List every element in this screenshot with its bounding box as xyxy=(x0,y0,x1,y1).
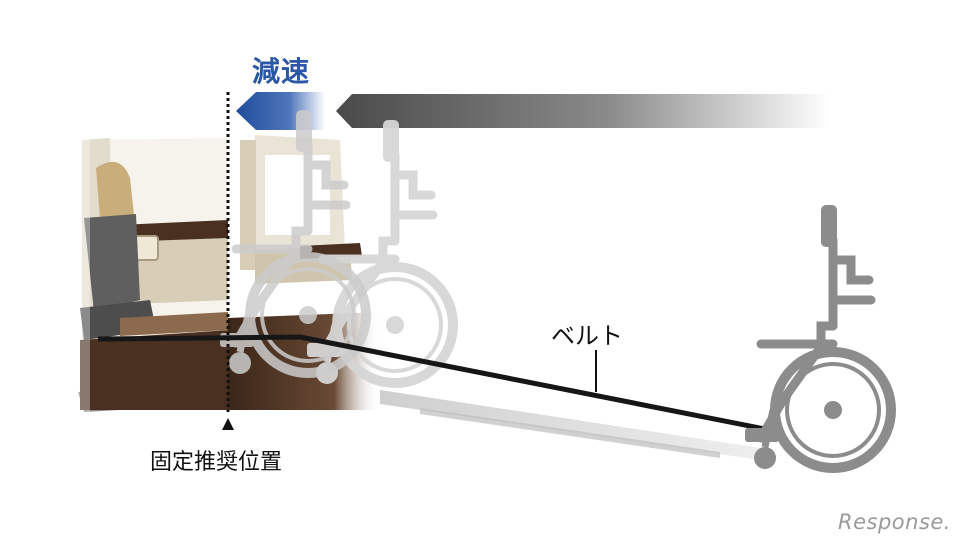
belt-label: ベルト xyxy=(551,322,623,350)
deceleration-label: 減速 xyxy=(252,55,311,88)
fixed-position-label: 固定推奨位置 xyxy=(150,450,283,475)
belt-line xyxy=(97,334,771,433)
up-triangle-icon xyxy=(222,418,234,430)
watermark-logo: Response. xyxy=(838,510,951,534)
wheelchair-icon xyxy=(745,205,891,469)
ramp xyxy=(380,390,760,460)
deceleration-arrow xyxy=(236,92,830,130)
